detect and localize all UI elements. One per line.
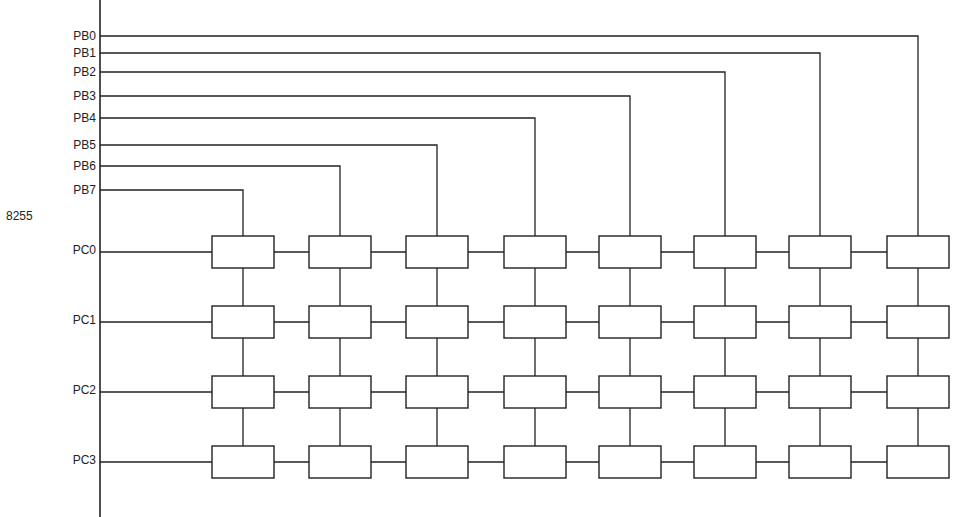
key-switch-box bbox=[309, 446, 371, 478]
column-line bbox=[100, 72, 725, 446]
key-switch-box bbox=[887, 446, 949, 478]
key-switch-box bbox=[406, 376, 468, 408]
column-line bbox=[100, 166, 340, 446]
key-switch-box bbox=[789, 236, 851, 268]
key-switch-box bbox=[599, 306, 661, 338]
chip-label: 8255 bbox=[6, 210, 33, 222]
key-switch-box bbox=[504, 446, 566, 478]
key-switch-box bbox=[599, 446, 661, 478]
key-switch-box bbox=[406, 236, 468, 268]
key-switch-box bbox=[694, 236, 756, 268]
key-switch-box bbox=[789, 376, 851, 408]
key-switch-box bbox=[309, 376, 371, 408]
port-pin-label: PB5 bbox=[73, 139, 96, 151]
key-switch-box bbox=[887, 236, 949, 268]
key-switch-box bbox=[212, 236, 274, 268]
key-switch-box bbox=[504, 306, 566, 338]
key-switch-box bbox=[504, 376, 566, 408]
column-line bbox=[100, 145, 437, 446]
key-switch-box bbox=[212, 376, 274, 408]
key-switch-box bbox=[694, 376, 756, 408]
column-line bbox=[100, 36, 918, 446]
key-switch-box bbox=[309, 306, 371, 338]
port-pin-label: PC3 bbox=[73, 454, 96, 466]
port-pin-label: PB4 bbox=[73, 112, 96, 124]
column-line bbox=[100, 118, 535, 446]
key-switch-box bbox=[406, 446, 468, 478]
key-switch-box bbox=[694, 306, 756, 338]
key-switch-box bbox=[309, 236, 371, 268]
key-switch-box bbox=[887, 306, 949, 338]
key-switch-box bbox=[887, 376, 949, 408]
port-pin-label: PB1 bbox=[73, 47, 96, 59]
key-switch-box bbox=[406, 306, 468, 338]
key-switch-box bbox=[504, 236, 566, 268]
port-bus-line bbox=[99, 0, 101, 517]
column-line bbox=[100, 96, 630, 446]
key-switch-box bbox=[212, 446, 274, 478]
port-pin-label: PB3 bbox=[73, 90, 96, 102]
key-switch-box bbox=[789, 306, 851, 338]
port-pin-label: PB6 bbox=[73, 160, 96, 172]
key-switch-box bbox=[599, 236, 661, 268]
column-line bbox=[100, 53, 820, 446]
port-pin-label: PC1 bbox=[73, 314, 96, 326]
port-pin-label: PC2 bbox=[73, 384, 96, 396]
key-switch-box bbox=[212, 306, 274, 338]
port-pin-label: PC0 bbox=[73, 244, 96, 256]
port-pin-label: PB7 bbox=[73, 184, 96, 196]
port-pin-label: PB2 bbox=[73, 66, 96, 78]
port-pin-label: PB0 bbox=[73, 30, 96, 42]
key-switch-box bbox=[694, 446, 756, 478]
key-switch-box bbox=[789, 446, 851, 478]
key-switch-box bbox=[599, 376, 661, 408]
